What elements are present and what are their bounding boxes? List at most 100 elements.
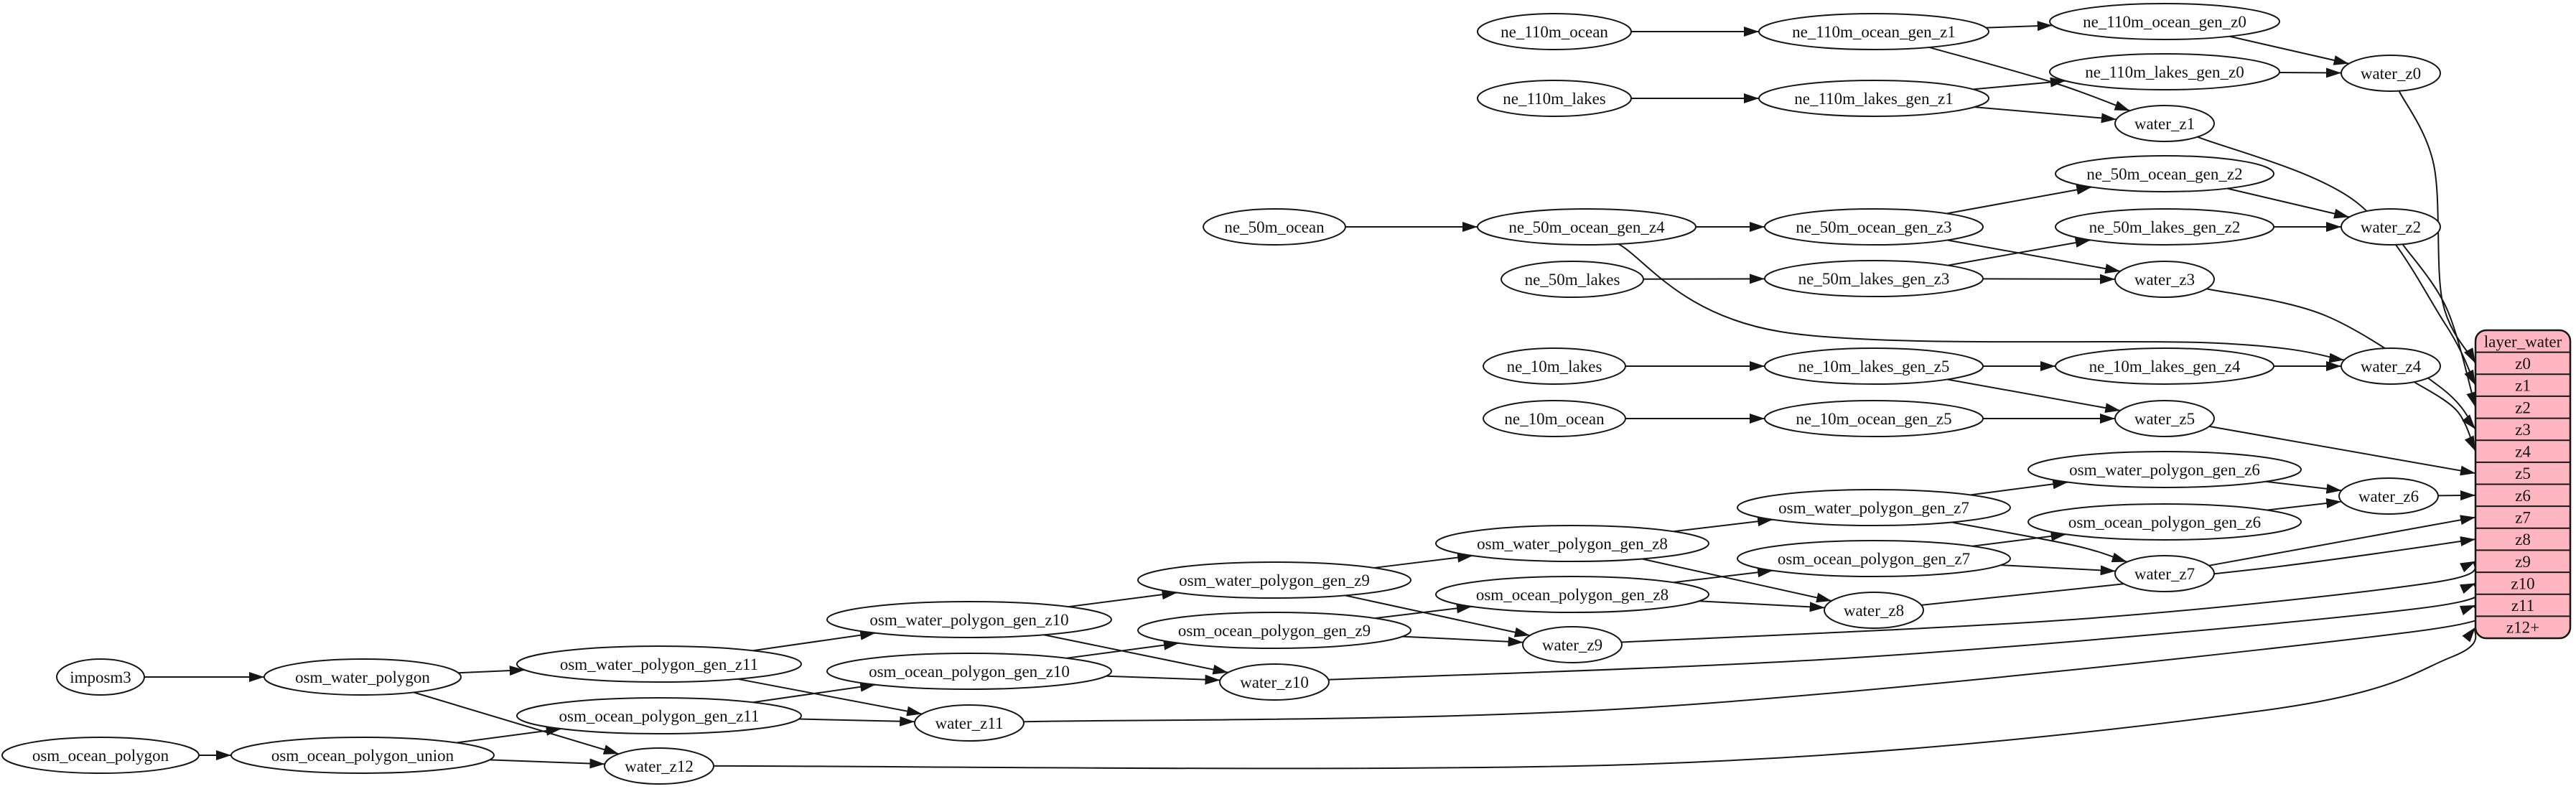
node-label-ne_10m_lakes_gen_z5: ne_10m_lakes_gen_z5 xyxy=(1798,358,1950,375)
edge-ne_50m_ocean_gen_z2-to-water_z2 xyxy=(2226,187,2350,219)
node-ellipse-ne_110m_ocean_gen_z1 xyxy=(1758,13,1989,50)
node-osm_ocean_polygon_gen_z11: osm_ocean_polygon_gen_z11 xyxy=(516,697,802,734)
edge-osm_water_polygon_gen_z9-to-osm_water_polygon_gen_z8 xyxy=(1373,552,1473,569)
node-label-ne_50m_ocean: ne_50m_ocean xyxy=(1224,218,1325,236)
node-label-water_z7: water_z7 xyxy=(2134,565,2195,583)
node-label-ne_110m_ocean: ne_110m_ocean xyxy=(1501,23,1608,41)
edge-osm_ocean_polygon_union-to-water_z12 xyxy=(489,758,605,769)
node-ellipse-ne_110m_ocean xyxy=(1477,13,1632,50)
node-ne_50m_ocean_gen_z2: ne_50m_ocean_gen_z2 xyxy=(2055,155,2274,192)
node-label-ne_50m_lakes: ne_50m_lakes xyxy=(1525,271,1620,289)
node-osm_water_polygon_gen_z7: osm_water_polygon_gen_z7 xyxy=(1737,489,2011,526)
edges-layer xyxy=(144,21,2486,770)
edge-water_z10-to-layer_water-z10 xyxy=(1328,582,2481,681)
node-osm_water_polygon_gen_z8: osm_water_polygon_gen_z8 xyxy=(1435,525,1709,562)
node-ne_110m_lakes: ne_110m_lakes xyxy=(1477,80,1632,117)
node-label-osm_water_polygon_gen_z7: osm_water_polygon_gen_z7 xyxy=(1778,499,1969,517)
node-label-imposm3: imposm3 xyxy=(70,668,131,686)
node-label-ne_50m_lakes_gen_z2: ne_50m_lakes_gen_z2 xyxy=(2089,218,2241,236)
node-ellipse-ne_50m_lakes xyxy=(1501,261,1644,298)
node-ellipse-osm_ocean_polygon_gen_z9 xyxy=(1137,612,1411,649)
edge-ne_110m_lakes_gen_z1-to-ne_110m_lakes_gen_z0 xyxy=(1973,77,2066,90)
node-label-water_z12: water_z12 xyxy=(625,757,694,775)
node-label-water_z9: water_z9 xyxy=(1542,636,1602,654)
node-label-ne_10m_ocean_gen_z5: ne_10m_ocean_gen_z5 xyxy=(1796,410,1951,428)
record-row-z7: z7 xyxy=(2515,508,2531,526)
record-row-z8: z8 xyxy=(2515,531,2531,548)
node-water_z4: water_z4 xyxy=(2341,347,2441,385)
edge-water_z4-to-layer_water-z4 xyxy=(2414,381,2476,452)
node-ellipse-water_z1 xyxy=(2114,105,2215,142)
node-osm_ocean_polygon: osm_ocean_polygon xyxy=(1,737,200,774)
node-label-osm_water_polygon_gen_z6: osm_water_polygon_gen_z6 xyxy=(2069,461,2260,479)
edge-osm_ocean_polygon_gen_z11-to-osm_ocean_polygon_gen_z10 xyxy=(752,681,876,704)
node-label-water_z2: water_z2 xyxy=(2361,218,2421,236)
edge-osm_water_polygon_gen_z6-to-water_z6 xyxy=(2266,480,2342,494)
node-ellipse-ne_10m_ocean_gen_z5 xyxy=(1764,400,1984,437)
node-ellipse-osm_ocean_polygon_gen_z6 xyxy=(2027,503,2302,541)
node-osm_ocean_polygon_gen_z7: osm_ocean_polygon_gen_z7 xyxy=(1737,540,2011,577)
edge-osm_water_polygon_gen_z10-to-osm_water_polygon_gen_z9 xyxy=(1068,589,1177,608)
node-imposm3: imposm3 xyxy=(56,658,145,696)
node-ellipse-osm_ocean_polygon_union xyxy=(230,737,495,774)
edge-osm_water_polygon_gen_z8-to-water_z8 xyxy=(1641,558,1832,603)
node-ellipse-osm_ocean_polygon_gen_z10 xyxy=(826,653,1112,690)
node-label-water_z11: water_z11 xyxy=(935,714,1004,732)
edge-ne_10m_lakes_gen_z5-to-water_z5 xyxy=(1947,378,2121,414)
edge-osm_water_polygon_gen_z11-to-osm_water_polygon_gen_z10 xyxy=(752,630,876,652)
edge-osm_water_polygon-to-water_z12 xyxy=(413,691,620,755)
node-ellipse-water_z5 xyxy=(2114,400,2215,437)
node-ne_10m_ocean: ne_10m_ocean xyxy=(1483,400,1626,437)
edge-osm_ocean_polygon_union-to-osm_ocean_polygon_gen_z11 xyxy=(456,725,561,744)
node-osm_water_polygon_gen_z10: osm_water_polygon_gen_z10 xyxy=(826,601,1112,638)
node-water_z2: water_z2 xyxy=(2341,208,2441,246)
node-osm_water_polygon_gen_z6: osm_water_polygon_gen_z6 xyxy=(2027,451,2302,488)
node-ne_110m_lakes_gen_z0: ne_110m_lakes_gen_z0 xyxy=(2049,53,2280,90)
node-ellipse-ne_50m_lakes_gen_z2 xyxy=(2055,208,2274,246)
edge-osm_water_polygon_gen_z8-to-osm_water_polygon_gen_z7 xyxy=(1673,516,1773,533)
node-ellipse-ne_10m_lakes_gen_z4 xyxy=(2055,347,2274,385)
node-ellipse-water_z8 xyxy=(1824,592,1924,629)
node-label-water_z5: water_z5 xyxy=(2134,410,2195,428)
node-ellipse-water_z11 xyxy=(914,704,1025,742)
node-ellipse-ne_110m_lakes_gen_z1 xyxy=(1758,80,1989,117)
node-ellipse-water_z3 xyxy=(2114,261,2215,298)
node-label-ne_50m_ocean_gen_z4: ne_50m_ocean_gen_z4 xyxy=(1508,218,1665,236)
node-ellipse-ne_50m_ocean xyxy=(1203,208,1346,246)
node-water_z11: water_z11 xyxy=(914,704,1025,742)
node-ne_10m_ocean_gen_z5: ne_10m_ocean_gen_z5 xyxy=(1764,400,1984,437)
node-water_z9: water_z9 xyxy=(1522,626,1623,663)
node-osm_ocean_polygon_gen_z10: osm_ocean_polygon_gen_z10 xyxy=(826,653,1112,690)
edge-water_z5-to-layer_water-z5 xyxy=(2208,425,2476,476)
record-row-z12+: z12+ xyxy=(2506,619,2539,637)
edge-ne_110m_ocean_gen_z1-to-ne_110m_ocean_gen_z0 xyxy=(1986,21,2053,32)
node-water_z1: water_z1 xyxy=(2114,105,2215,142)
node-ne_10m_lakes: ne_10m_lakes xyxy=(1483,347,1626,385)
node-ne_110m_ocean_gen_z1: ne_110m_ocean_gen_z1 xyxy=(1758,13,1989,50)
record-row-z5: z5 xyxy=(2515,464,2531,482)
node-ellipse-water_z12 xyxy=(604,747,714,785)
node-ellipse-water_z0 xyxy=(2341,55,2441,92)
node-ne_10m_lakes_gen_z5: ne_10m_lakes_gen_z5 xyxy=(1764,347,1984,385)
node-ne_50m_ocean: ne_50m_ocean xyxy=(1203,208,1346,246)
record-layer_water: layer_waterz0z1z2z3z4z5z6z7z8z9z10z11z12… xyxy=(2474,329,2572,640)
node-ne_50m_ocean_gen_z4: ne_50m_ocean_gen_z4 xyxy=(1477,208,1697,246)
node-label-ne_10m_lakes_gen_z4: ne_10m_lakes_gen_z4 xyxy=(2089,358,2241,375)
edge-osm_water_polygon_gen_z7-to-osm_water_polygon_gen_z6 xyxy=(1970,479,2068,496)
edge-osm_ocean_polygon_gen_z8-to-water_z8 xyxy=(1699,600,1825,612)
edge-water_z7-to-layer_water-z7 xyxy=(2208,515,2476,566)
node-ne_50m_ocean_gen_z3: ne_50m_ocean_gen_z3 xyxy=(1764,208,1984,246)
edge-water_z9-to-layer_water-z9 xyxy=(1621,560,2476,643)
edge-water_z3-to-layer_water-z3 xyxy=(2206,288,2476,430)
node-ellipse-osm_water_polygon_gen_z11 xyxy=(516,645,802,683)
node-label-water_z1: water_z1 xyxy=(2134,115,2195,133)
edge-osm_water_polygon_gen_z7-to-water_z7 xyxy=(1951,521,2128,563)
edge-ne_50m_lakes_gen_z3-to-ne_50m_lakes_gen_z2 xyxy=(1948,238,2091,266)
node-label-osm_water_polygon_gen_z11: osm_water_polygon_gen_z11 xyxy=(560,655,758,673)
record-layer: layer_waterz0z1z2z3z4z5z6z7z8z9z10z11z12… xyxy=(2474,329,2572,640)
node-ellipse-imposm3 xyxy=(56,658,145,696)
node-label-ne_110m_ocean_gen_z0: ne_110m_ocean_gen_z0 xyxy=(2083,13,2246,31)
node-water_z5: water_z5 xyxy=(2114,400,2215,437)
node-ellipse-ne_10m_lakes xyxy=(1483,347,1626,385)
